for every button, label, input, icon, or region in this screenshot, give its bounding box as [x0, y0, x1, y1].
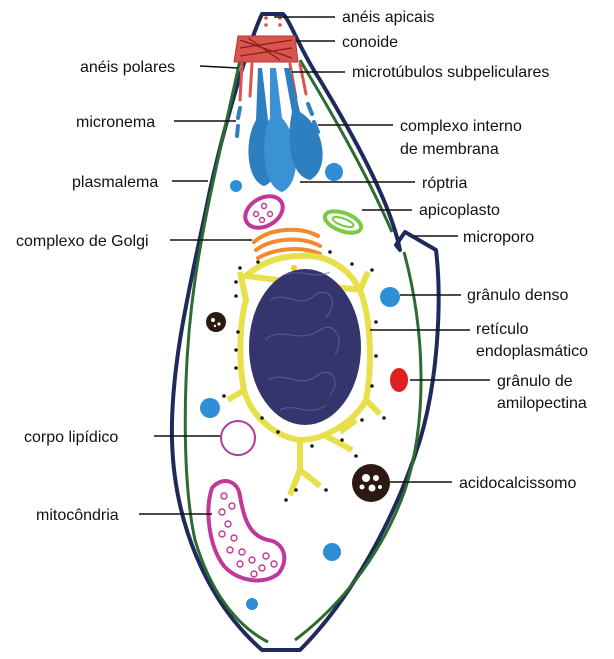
acidocalcisome — [352, 464, 390, 502]
dense-granule — [200, 398, 220, 418]
label-acidocalcissomo: acidocalcissomo — [459, 475, 576, 492]
label-reticulo-1: retículo — [476, 321, 529, 338]
dense-granule — [323, 543, 341, 561]
label-reticulo-2: endoplasmático — [476, 343, 588, 360]
label-granulo-amilo-1: grânulo de — [497, 373, 573, 390]
dense-granule — [246, 598, 258, 610]
acidocalcisome-small — [206, 312, 226, 332]
amylopectin-granule — [390, 368, 408, 392]
dense-granule — [380, 287, 400, 307]
label-granulo-denso: grânulo denso — [467, 287, 569, 304]
label-apicoplasto: apicoplasto — [419, 202, 500, 219]
label-golgi: complexo de Golgi — [16, 233, 149, 250]
label-conoide: conoide — [342, 34, 398, 51]
dense-granule — [325, 163, 343, 181]
label-mitocondria: mitocôndria — [36, 507, 119, 524]
nucleus — [249, 269, 361, 425]
label-granulo-amilo-2: amilopectina — [497, 395, 587, 412]
label-aneis-apicais: anéis apicais — [342, 9, 435, 26]
label-plasmalema: plasmalema — [72, 174, 158, 191]
dense-granule — [230, 180, 242, 192]
lipid-body — [221, 421, 255, 455]
label-micronema: micronema — [76, 114, 155, 131]
label-roptria: róptria — [422, 175, 467, 192]
label-aneis-polares: anéis polares — [80, 59, 175, 76]
label-corpo-lipidico: corpo lipídico — [24, 429, 118, 446]
label-complexo-interno-2: de membrana — [400, 141, 499, 158]
label-complexo-interno-1: complexo interno — [400, 118, 522, 135]
label-microtubulos: microtúbulos subpeliculares — [352, 64, 549, 81]
label-microporo: microporo — [463, 229, 534, 246]
